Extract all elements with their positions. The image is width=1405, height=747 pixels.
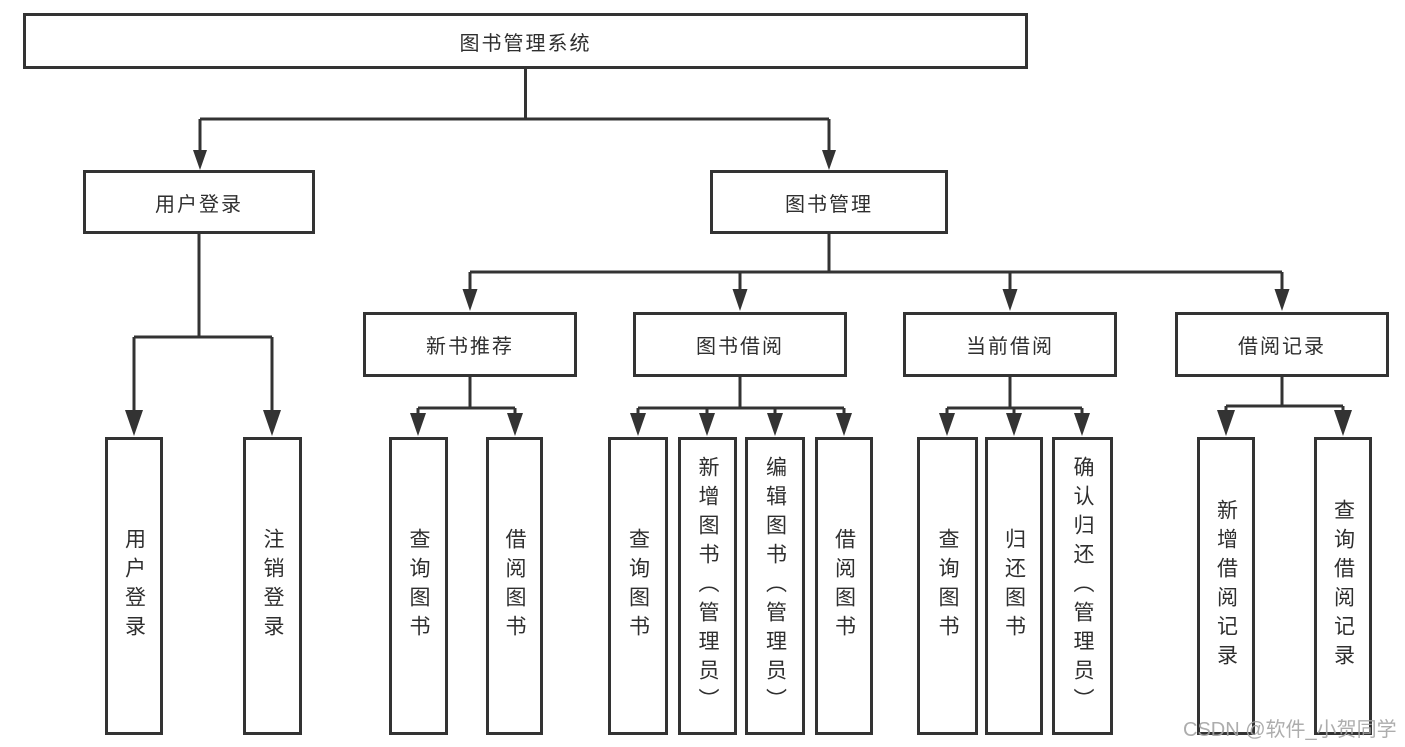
arrowhead (732, 289, 748, 311)
node-library-system: 图书管理系统 (23, 13, 1028, 69)
arrowhead (410, 413, 426, 436)
leaf-add-borrow-record: 新增借阅记录 (1197, 437, 1255, 735)
arrowhead (1334, 410, 1352, 436)
node-user-login: 用户登录 (83, 170, 315, 234)
node-label: 借阅记录 (1238, 336, 1326, 358)
leaf-borrow-books: 借阅图书 (815, 437, 873, 735)
arrowhead (767, 413, 783, 436)
leaf-confirm-return-admin: 确认归还（管理员） (1052, 437, 1113, 735)
node-label: 归还图书 (1002, 528, 1026, 644)
leaf-query-borrow-record: 查询借阅记录 (1314, 437, 1372, 735)
arrowhead (125, 410, 143, 436)
connector-line (945, 377, 1084, 414)
arrowhead (699, 413, 715, 436)
arrowhead (507, 413, 523, 436)
arrowhead (836, 413, 852, 436)
arrowhead (263, 410, 281, 436)
node-label: 当前借阅 (966, 336, 1054, 358)
connector-line (1224, 377, 1345, 412)
node-book-management: 图书管理 (710, 170, 948, 234)
node-label: 注销登录 (261, 528, 284, 644)
connector-new-book-rec-to-leaves (410, 377, 523, 436)
node-label: 查询借阅记录 (1331, 499, 1355, 673)
csdn-watermark: CSDN @软件_小贺同学 (1183, 719, 1397, 741)
node-label: 查询图书 (936, 528, 959, 644)
leaf-user-login: 用户登录 (105, 437, 163, 735)
node-label: 新增借阅记录 (1214, 499, 1238, 673)
node-label: 用户登录 (122, 528, 146, 644)
leaf-add-books-admin: 新增图书（管理员） (678, 437, 737, 735)
arrowhead (939, 413, 955, 436)
arrowhead (462, 289, 478, 311)
node-label: 借阅图书 (832, 528, 856, 644)
arrowhead (1074, 413, 1090, 436)
connector-current-borrow-to-leaves (939, 377, 1090, 436)
leaf-logout: 注销登录 (243, 437, 302, 735)
leaf-query-books: 查询图书 (608, 437, 668, 735)
connector-book-borrow-to-leaves (630, 377, 852, 436)
connector-user-login-to-leaves (125, 234, 281, 436)
leaf-query-books: 查询图书 (917, 437, 978, 735)
node-label: 图书借阅 (696, 336, 784, 358)
node-label: 图书管理系统 (459, 32, 592, 55)
connector-line (132, 234, 274, 412)
node-label: 借阅图书 (503, 528, 526, 644)
arrowhead (193, 150, 207, 170)
node-current-borrowing: 当前借阅 (903, 312, 1117, 377)
node-label: 新书推荐 (426, 336, 514, 358)
arrowhead (630, 413, 646, 436)
node-book-borrowing: 图书借阅 (633, 312, 847, 377)
connector-book-mgmt-to-level3 (462, 234, 1290, 311)
connector-root-to-level2 (193, 69, 836, 170)
arrowhead (1217, 410, 1235, 436)
node-label: 查询图书 (626, 528, 650, 644)
node-label: 新增图书（管理员） (696, 455, 719, 717)
connector-line (468, 234, 1284, 292)
arrowhead (1002, 289, 1018, 311)
arrowhead (1006, 413, 1022, 436)
leaf-query-books: 查询图书 (389, 437, 448, 735)
connector-line (416, 377, 517, 414)
node-label: 查询图书 (407, 528, 430, 644)
node-label: 确认归还（管理员） (1071, 455, 1094, 717)
node-new-book-recommendation: 新书推荐 (363, 312, 577, 377)
connector-line (636, 377, 846, 414)
arrowhead (1274, 289, 1290, 311)
leaf-edit-books-admin: 编辑图书（管理员） (745, 437, 805, 735)
arrowhead (822, 150, 836, 170)
connector-line (198, 69, 831, 152)
leaf-borrow-books: 借阅图书 (486, 437, 543, 735)
leaf-return-books: 归还图书 (985, 437, 1043, 735)
node-label: 图书管理 (785, 193, 873, 216)
node-borrowing-records: 借阅记录 (1175, 312, 1389, 377)
node-label: 编辑图书（管理员） (763, 455, 787, 717)
node-label: 用户登录 (155, 193, 243, 216)
connector-borrow-records-to-leaves (1217, 377, 1352, 436)
